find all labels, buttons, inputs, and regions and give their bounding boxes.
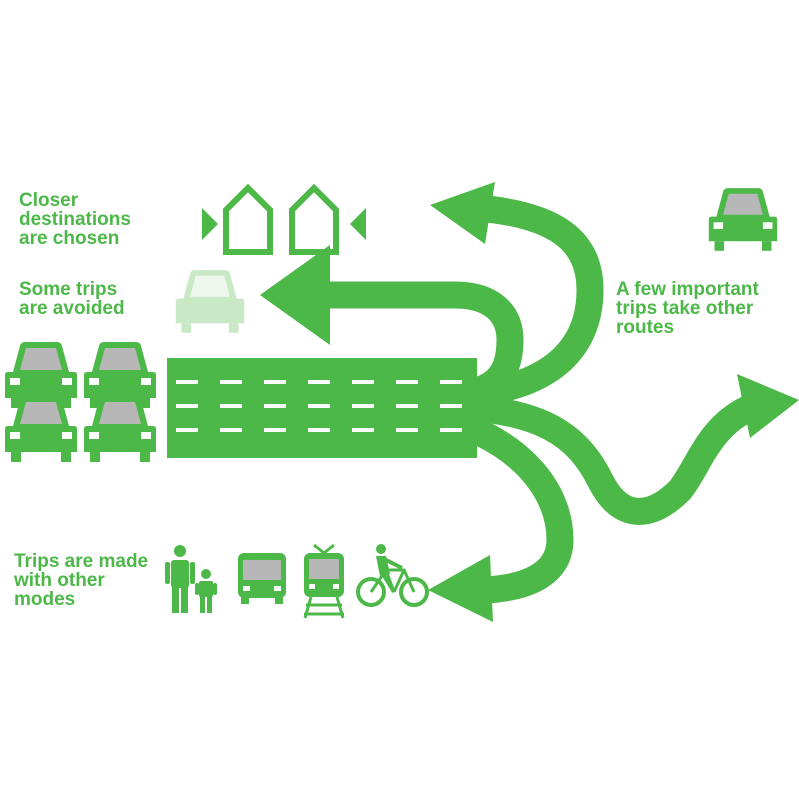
other-modes-label: Trips are made with other modes — [14, 551, 149, 610]
triangle-right-icon — [202, 208, 218, 240]
bus-icon — [238, 553, 286, 604]
other-routes-label: A few important trips take other routes — [616, 279, 759, 338]
faded-car-icon — [175, 270, 245, 333]
triangle-left-icon — [350, 208, 366, 240]
tram-icon — [303, 543, 345, 619]
lane-markings — [176, 380, 462, 432]
house-outline-icon — [223, 183, 273, 255]
bicycle-icon — [356, 544, 429, 607]
other-mode-arrowhead — [428, 555, 493, 622]
closer-destination-arrow-path — [439, 194, 604, 409]
house-outline-icon — [289, 183, 339, 255]
other-mode-arrow-path — [436, 404, 574, 604]
avoided-trip-arrowhead — [260, 245, 330, 345]
trips-avoided-label: Some trips are avoided — [19, 279, 125, 319]
other-route-arrowhead — [737, 374, 799, 438]
other-route-arrow-path — [439, 391, 765, 525]
pedestrians-icon — [165, 545, 217, 613]
closer-destination-arrowhead — [430, 182, 495, 244]
car-icon — [708, 188, 778, 251]
closer-destinations-label: Closer destinations are chosen — [19, 190, 131, 249]
